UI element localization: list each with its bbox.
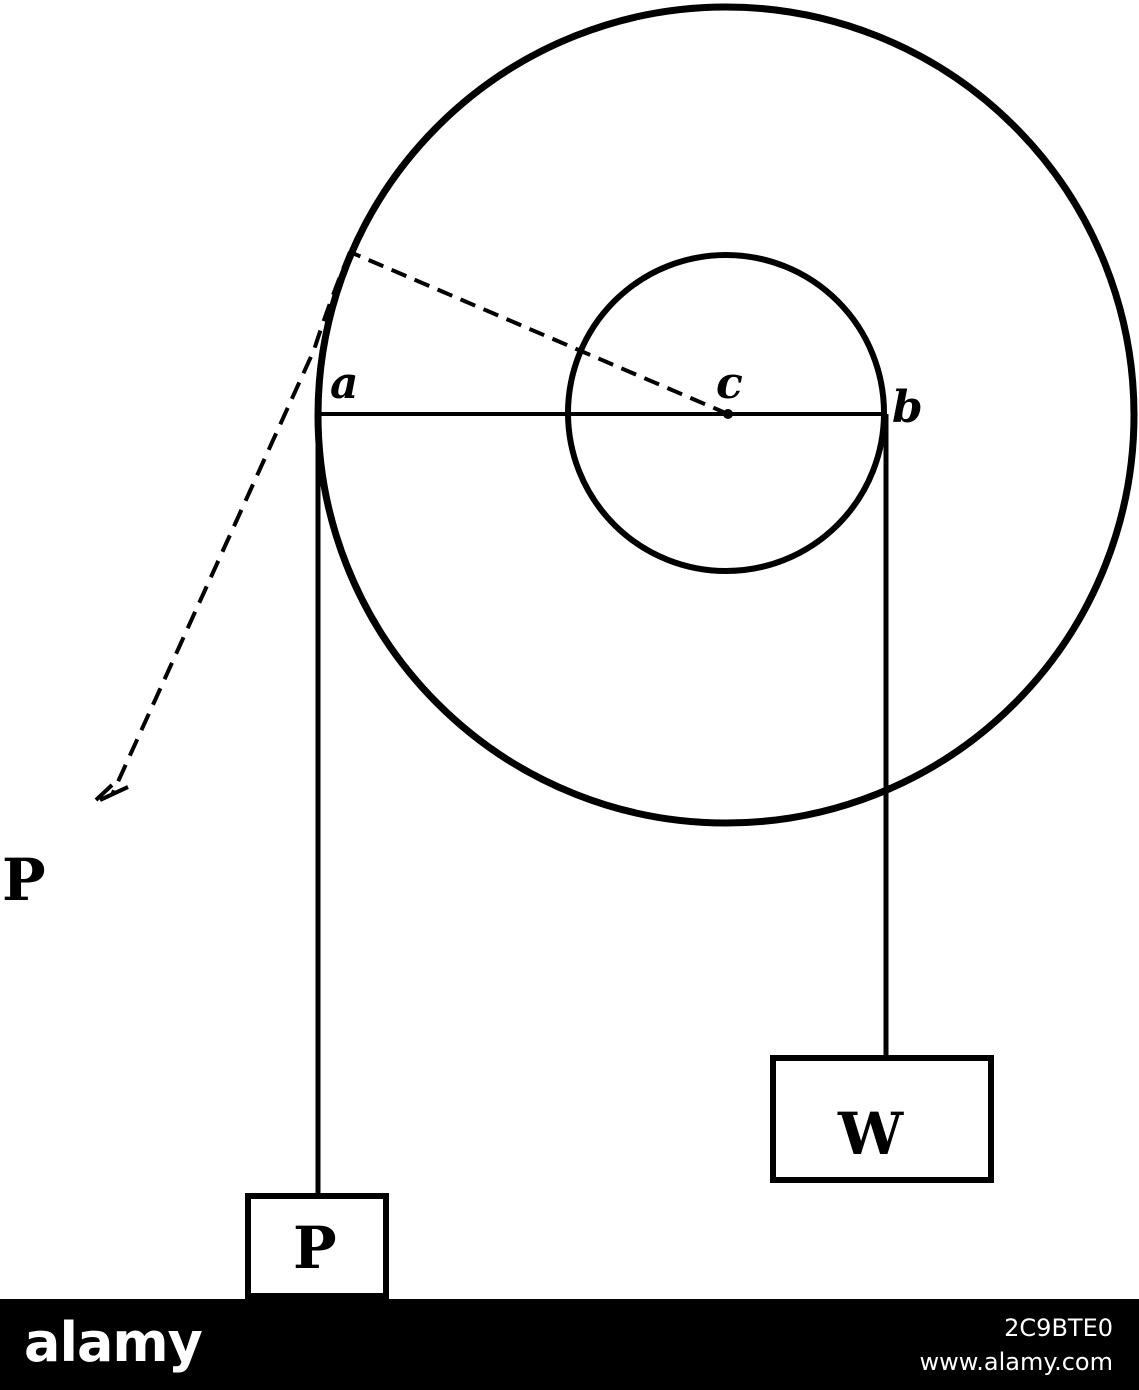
label-box-w: W (837, 1100, 904, 1168)
label-box-p: P (293, 1214, 337, 1282)
weight-box-p (245, 1193, 389, 1299)
dashed-radius (349, 250, 729, 416)
weight-box-w (770, 1055, 994, 1183)
footer-url[interactable]: www.alamy.com (919, 1348, 1113, 1376)
label-b: b (892, 382, 923, 433)
footer-bar: alamy 2C9BTE0 www.alamy.com (0, 1299, 1139, 1390)
pulley-diagram: a c b P P W (2, 3, 1138, 1299)
label-a: a (330, 358, 359, 409)
alamy-logo[interactable]: alamy (24, 1311, 203, 1374)
diagram-svg: a c b P P W (2, 3, 1138, 1299)
label-force-p: P (2, 846, 46, 914)
label-c: c (716, 358, 743, 409)
image-id: 2C9BTE0 (1004, 1314, 1113, 1342)
center-point (723, 409, 733, 419)
dashed-rope-arrowhead (94, 783, 129, 802)
dashed-rope (110, 251, 352, 796)
